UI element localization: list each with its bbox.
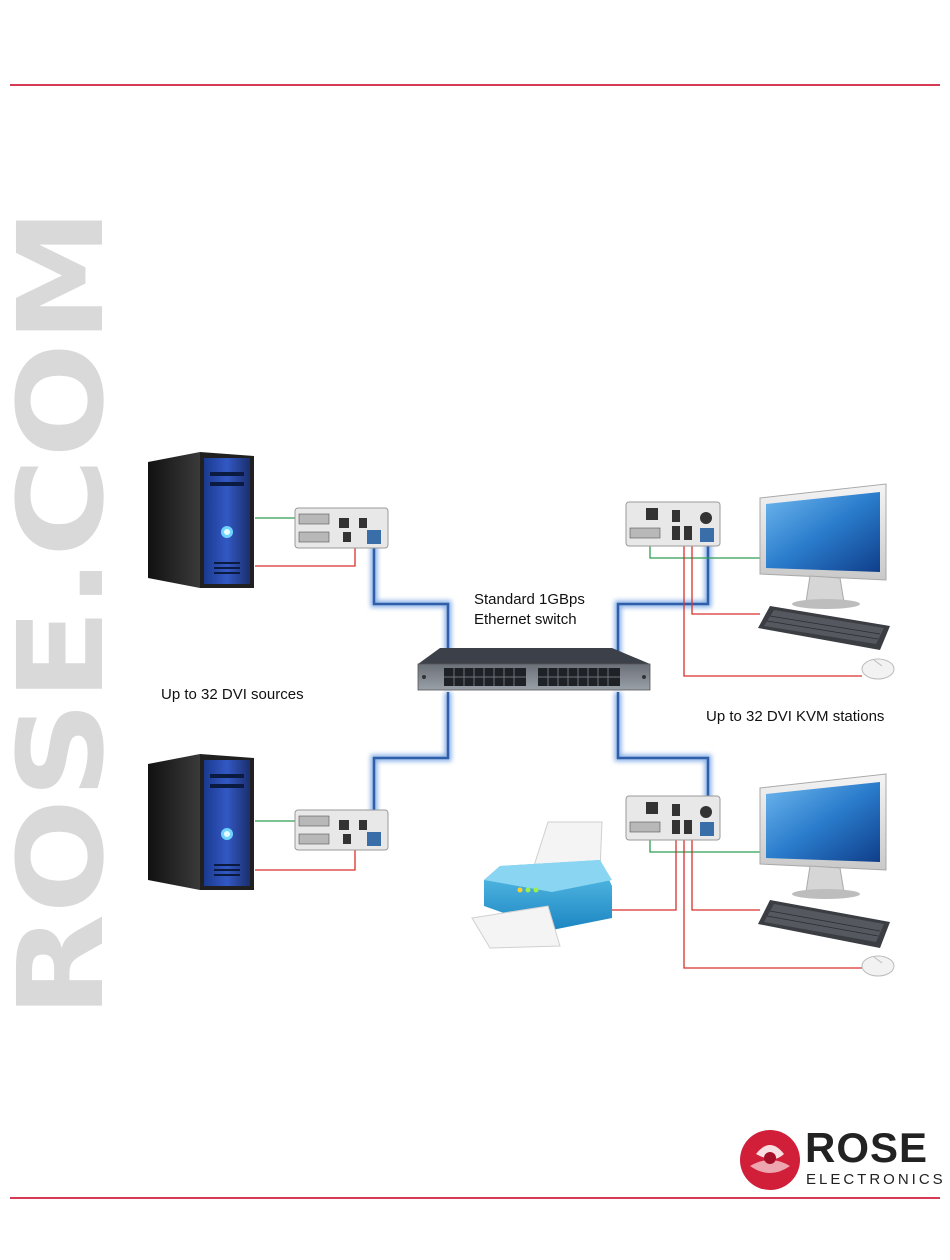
computer-tower-top bbox=[148, 452, 254, 588]
cable-station-bottom bbox=[618, 692, 708, 808]
logo-sub: ELECTRONICS bbox=[806, 1171, 946, 1188]
stations-label: Up to 32 DVI KVM stations bbox=[706, 707, 884, 727]
transmitter-unit-bottom bbox=[295, 810, 388, 850]
mouse-top bbox=[862, 659, 894, 679]
rose-logo-icon bbox=[740, 1130, 800, 1190]
red-cable-printer bbox=[612, 835, 676, 910]
keyboard-bottom bbox=[758, 900, 890, 948]
cable-source-top bbox=[374, 540, 448, 660]
logo-brand: ROSE bbox=[805, 1124, 928, 1172]
ethernet-switch bbox=[418, 648, 650, 690]
monitor-bottom bbox=[760, 774, 886, 899]
computer-tower-bottom bbox=[148, 754, 254, 890]
receiver-unit-top bbox=[626, 502, 720, 546]
sources-label: Up to 32 DVI sources bbox=[161, 685, 304, 705]
keyboard-top bbox=[758, 606, 890, 650]
cable-source-bottom bbox=[374, 692, 448, 830]
switch-label-line2: Ethernet switch bbox=[474, 610, 577, 630]
printer bbox=[472, 822, 612, 948]
mouse-bottom bbox=[862, 956, 894, 976]
transmitter-unit-top bbox=[295, 508, 388, 548]
monitor-top bbox=[760, 484, 886, 609]
switch-label-line1: Standard 1GBps bbox=[474, 590, 585, 610]
receiver-unit-bottom bbox=[626, 796, 720, 840]
red-cable-keyboard-bottom bbox=[692, 835, 760, 910]
